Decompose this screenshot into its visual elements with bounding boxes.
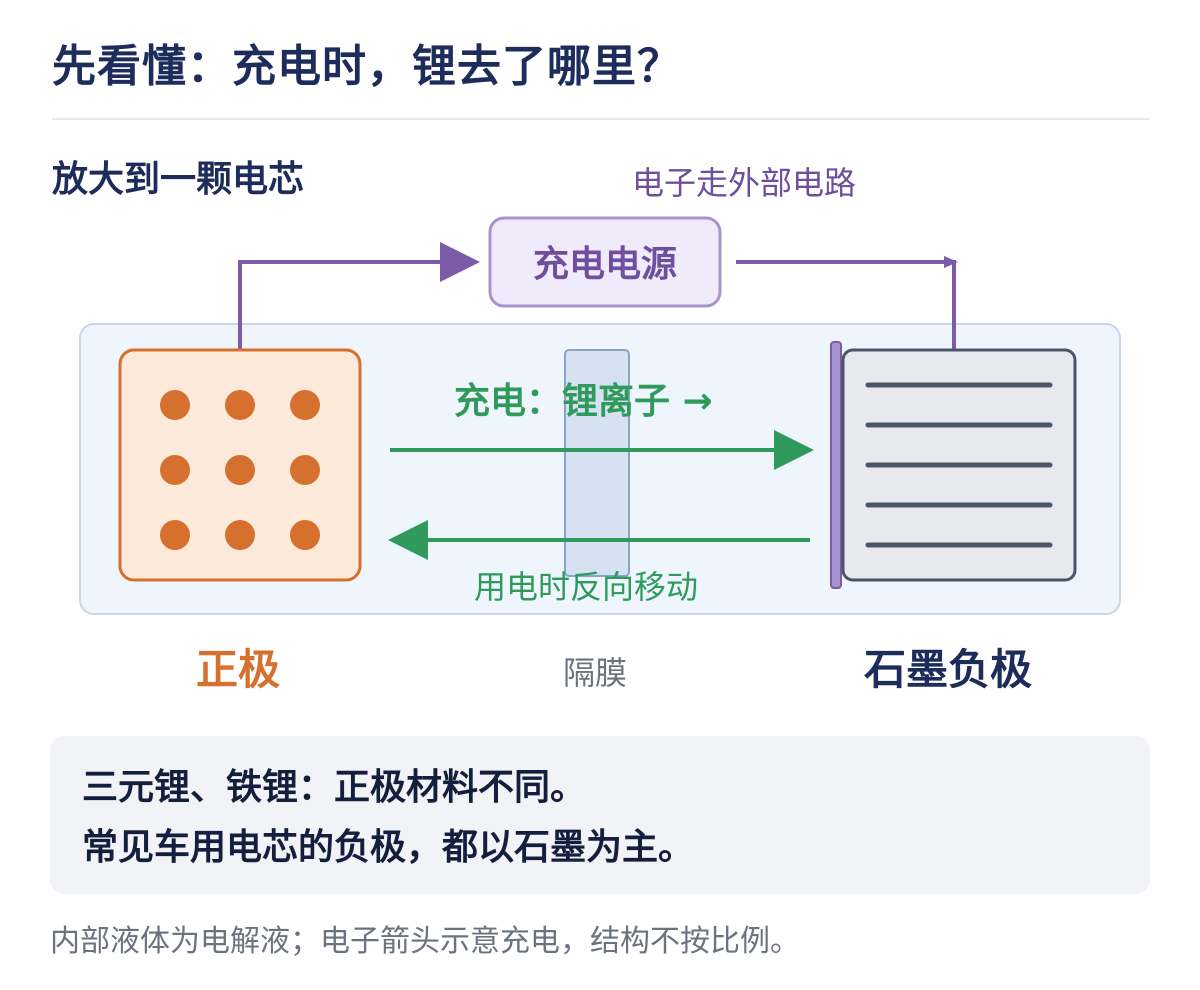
power-source-label: 充电电源 [532,244,677,285]
separator [564,349,630,577]
positive-electrode-label: 正极 [196,645,281,694]
page-title: 先看懂：充电时，锂去了哪里？ [52,41,682,92]
footnote: 内部液体为电解液；电子箭头示意充电，结构不按比例。 [50,924,800,959]
separator-label: 隔膜 [563,654,628,692]
lithium-atom [160,455,190,485]
electron-path-label: 电子走外部电路 [632,164,857,202]
power-source-box [488,216,722,308]
electron-wire-right-arrowhead [944,256,958,268]
charge-direction-label: 充电：锂离子 → [454,381,713,422]
negative-current-collector [830,341,842,589]
note-box [50,736,1150,894]
note-line-2: 常见车用电芯的负极，都以石墨为主。 [82,827,695,868]
electron-wire-left [238,242,480,350]
lithium-atom [290,390,320,420]
lithium-atoms [160,390,320,550]
lithium-atom [225,390,255,420]
lithium-atom [225,520,255,550]
lithium-atom [290,455,320,485]
negative-electrode-label: 石墨负极 [864,645,1033,694]
section-subtitle: 放大到一颗电芯 [52,159,305,200]
lithium-atom [290,520,320,550]
note-line-1: 三元锂、铁锂：正极材料不同。 [82,767,587,808]
lithium-atom [225,455,255,485]
title-divider [52,118,1150,120]
lithium-atom [160,520,190,550]
lithium-atom [160,390,190,420]
discharge-direction-label: 用电时反向移动 [474,568,699,606]
graphite-layers [865,382,1053,548]
